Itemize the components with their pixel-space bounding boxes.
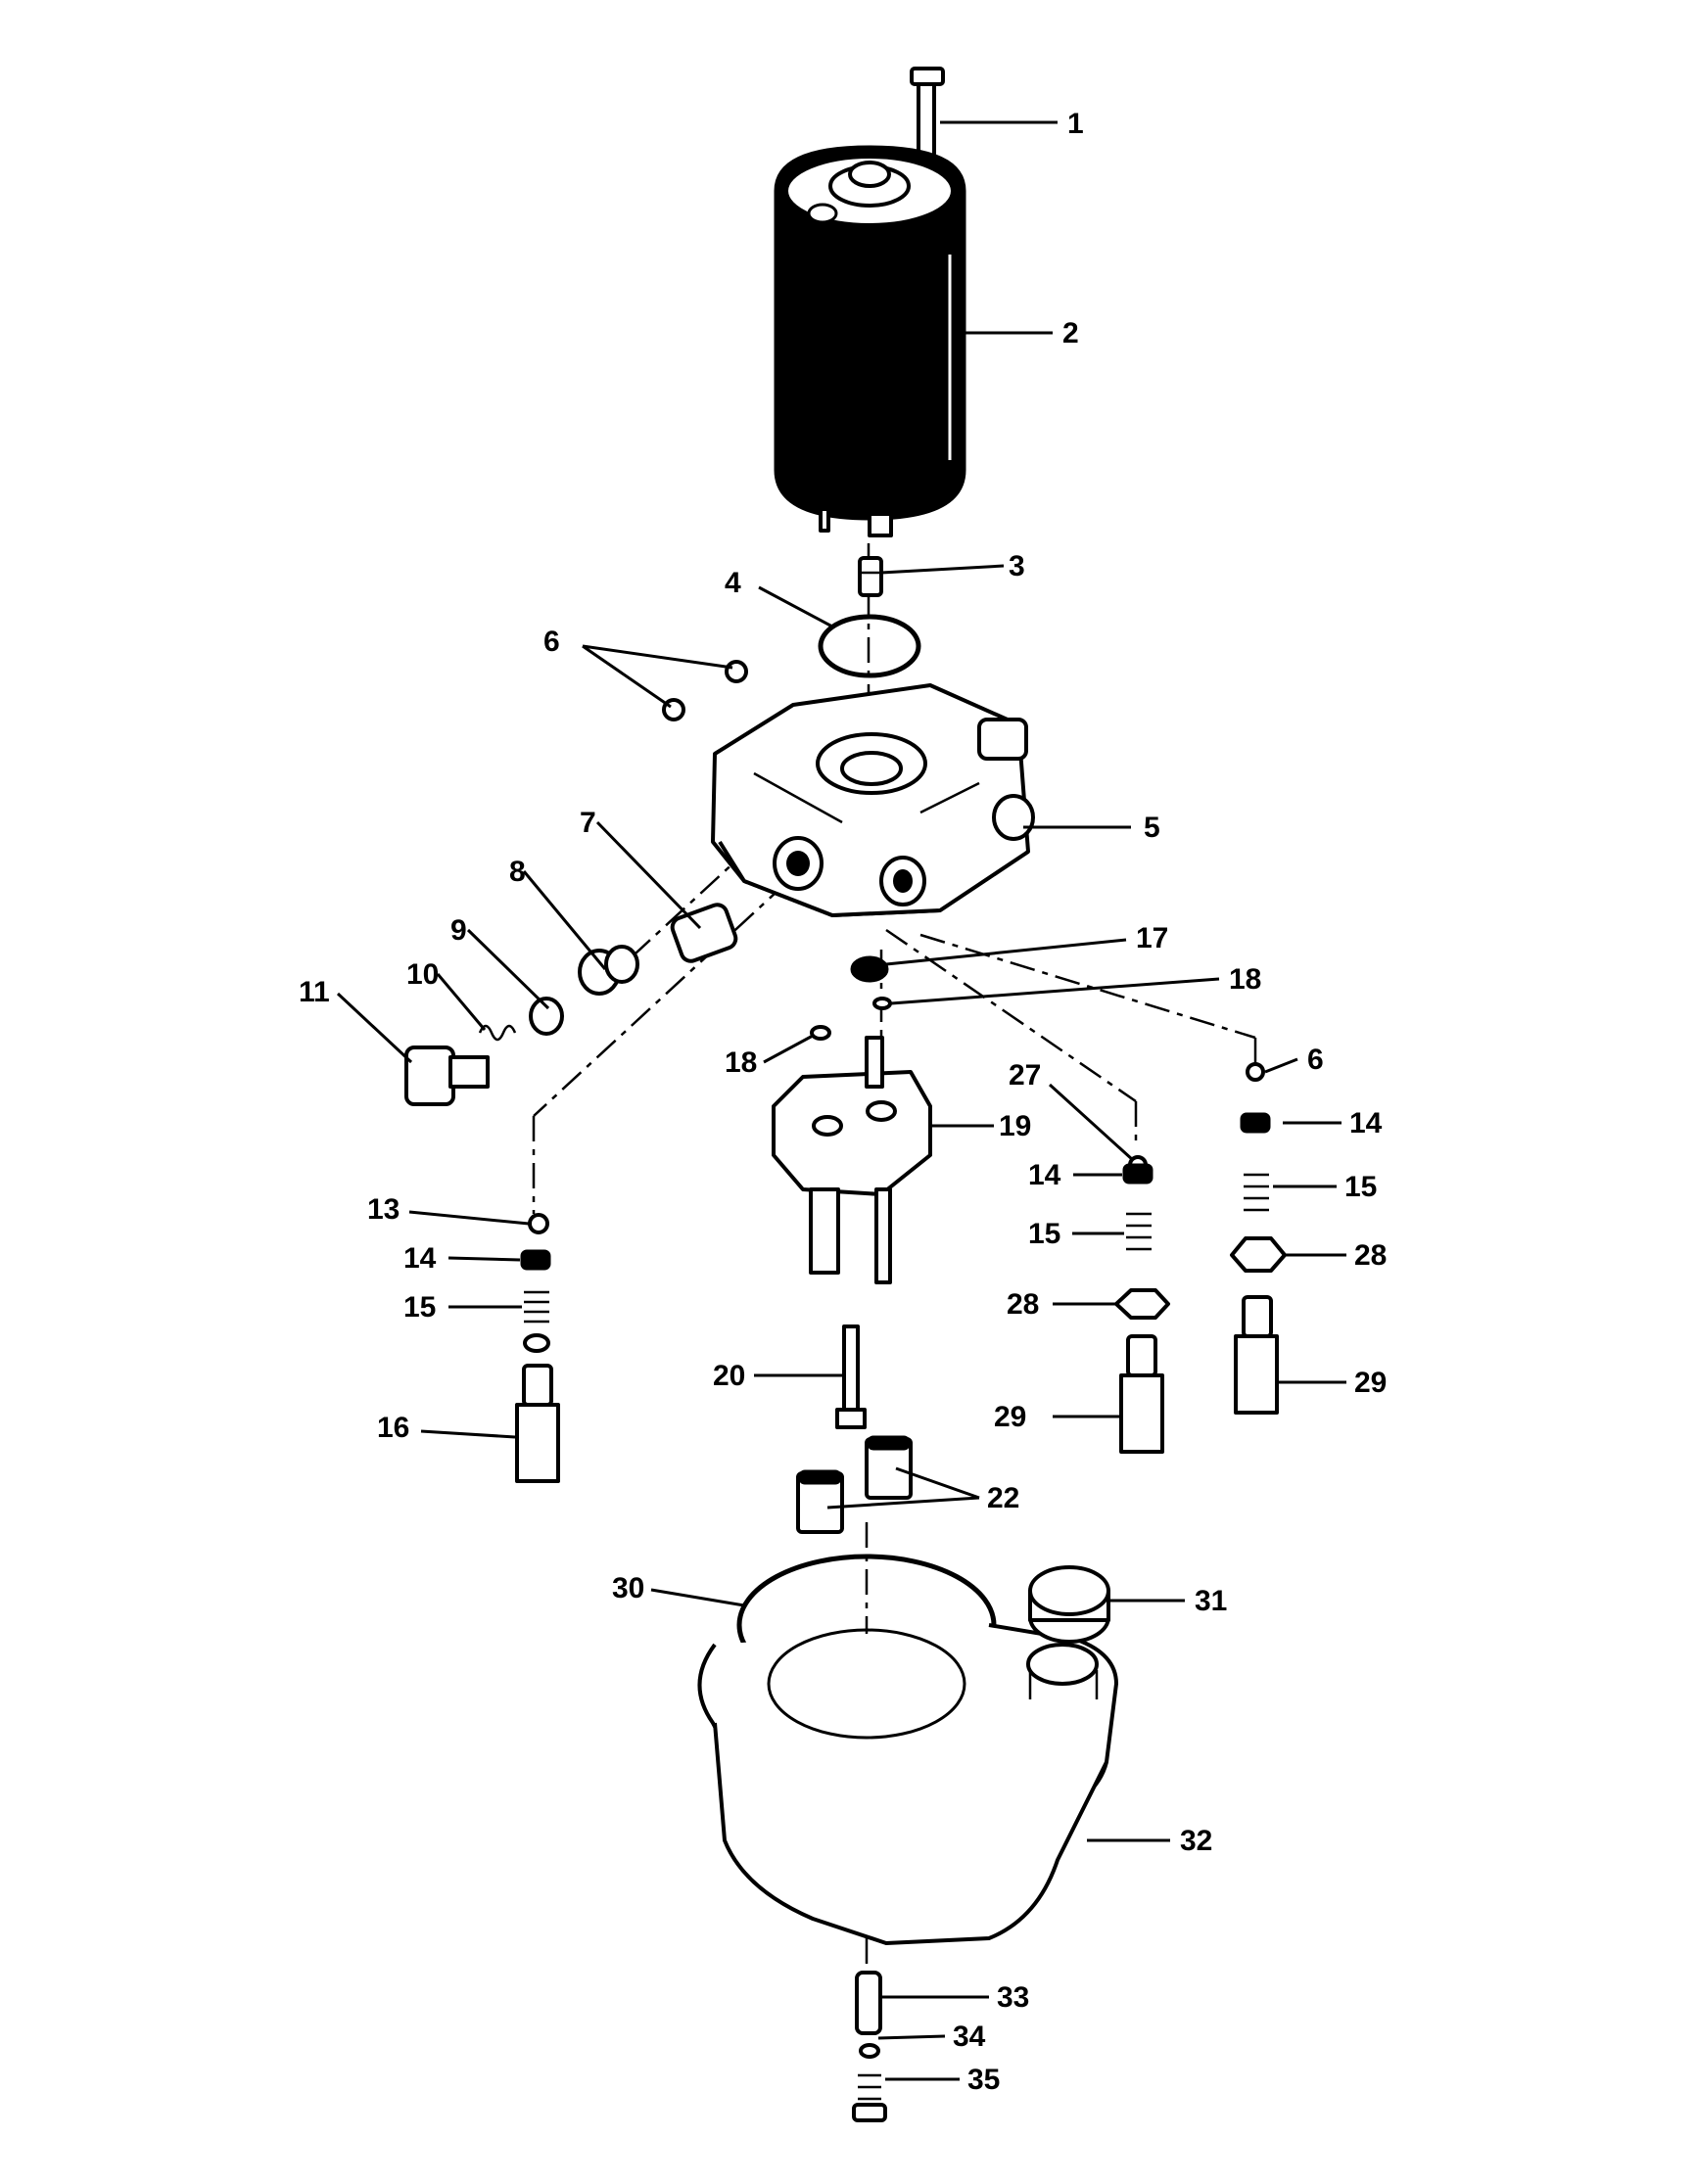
part-check-balls: [662, 660, 748, 721]
part-drain-parts: [852, 1971, 887, 2122]
callout-29-middle: 29: [994, 1401, 1026, 1433]
callout-3: 3: [1009, 550, 1025, 582]
callout-18-left: 18: [725, 1046, 757, 1079]
part-coupling: [858, 556, 883, 597]
callout-labels: 1 2 3 4 6 5 7 8 9 10 11 17 18 18 6 27 19…: [299, 108, 1387, 2096]
callout-1: 1: [1067, 108, 1084, 140]
part-middle-valve-stack: [1114, 1155, 1170, 1454]
callout-14-right: 14: [1349, 1107, 1383, 1139]
callout-14-left: 14: [403, 1242, 437, 1275]
callout-11: 11: [299, 976, 330, 1008]
part-valve-cartridge: [404, 903, 738, 1106]
part-valve-block: [772, 1036, 932, 1284]
part-o-ring: [818, 614, 921, 678]
callout-5: 5: [1144, 812, 1160, 844]
callout-14-middle: 14: [1028, 1159, 1061, 1191]
callout-10: 10: [406, 958, 439, 991]
callout-19: 19: [999, 1110, 1031, 1142]
callout-31: 31: [1195, 1585, 1227, 1617]
callout-6: 6: [543, 626, 560, 658]
callout-2: 2: [1062, 317, 1079, 349]
callout-35: 35: [967, 2064, 1000, 2096]
callout-13: 13: [367, 1193, 400, 1226]
part-screw-and-filters: [796, 1324, 913, 1534]
leader-lines: [336, 120, 1346, 2081]
callout-17: 17: [1136, 922, 1168, 954]
callout-20: 20: [713, 1360, 745, 1392]
part-reservoir: [697, 1554, 1118, 1945]
callout-15-left: 15: [403, 1291, 436, 1324]
part-motor: [774, 145, 966, 537]
callout-8: 8: [509, 856, 526, 888]
callout-32: 32: [1180, 1825, 1212, 1857]
callout-18-right: 18: [1229, 963, 1261, 996]
part-left-valve-stack: [515, 1213, 560, 1483]
callout-16: 16: [377, 1412, 409, 1444]
part-seal-rings: [810, 955, 892, 1041]
callout-9: 9: [450, 914, 467, 947]
callout-15-middle: 15: [1028, 1218, 1060, 1250]
callout-7: 7: [580, 807, 596, 839]
callout-30: 30: [612, 1572, 644, 1604]
callout-28-right: 28: [1354, 1239, 1387, 1272]
callout-29-right: 29: [1354, 1367, 1387, 1399]
callout-6-right: 6: [1307, 1044, 1324, 1076]
callout-34: 34: [953, 2021, 986, 2053]
part-pump-body: [711, 683, 1035, 917]
callout-28-middle: 28: [1007, 1288, 1039, 1321]
part-right-valve-stack: [1230, 1062, 1287, 1415]
callout-22: 22: [987, 1482, 1019, 1514]
callout-27: 27: [1009, 1059, 1041, 1092]
callout-33: 33: [997, 1981, 1029, 2014]
callout-15-right: 15: [1344, 1171, 1377, 1203]
callout-4: 4: [725, 567, 741, 599]
